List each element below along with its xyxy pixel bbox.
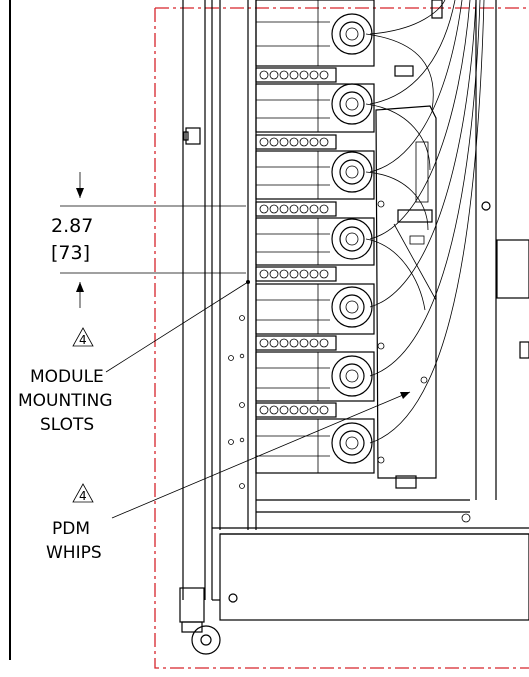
callout-line: PDM <box>52 519 90 539</box>
dimension-annotation: 2.87 [73] <box>51 172 246 308</box>
callout-line: SLOTS <box>40 415 94 435</box>
mounting-slot-row <box>255 266 337 282</box>
mounting-slot-row <box>255 335 337 351</box>
pdm-module <box>255 418 375 474</box>
pdm-module <box>255 351 375 402</box>
note-flag-icon <box>72 483 94 503</box>
mounting-slot-row <box>255 201 337 217</box>
mounting-slot-row <box>255 402 337 418</box>
leader-line <box>111 391 411 519</box>
note-flag-number: 4 <box>79 489 87 503</box>
mounting-slot-row <box>255 134 337 150</box>
pdm-module <box>255 217 375 266</box>
note-flag-icon <box>72 327 94 347</box>
callout-mounting-slots: 4 MODULE MOUNTING SLOTS <box>18 280 250 435</box>
leader-line <box>105 281 249 373</box>
pdm-module <box>255 150 375 200</box>
callout-line: MODULE <box>30 367 104 387</box>
post-holes <box>228 315 245 489</box>
callout-pdm-whips: 4 PDM WHIPS <box>46 391 411 563</box>
pdm-whip-cables <box>365 0 485 444</box>
boundary-envelope <box>154 7 529 669</box>
callout-line: MOUNTING <box>18 391 113 411</box>
cabinet-side <box>475 0 529 500</box>
pdm-module <box>255 83 375 133</box>
pdm-module <box>255 283 375 335</box>
note-flag-number: 4 <box>79 333 87 347</box>
callout-line: WHIPS <box>46 543 102 563</box>
dimension-value: 2.87 <box>51 215 93 237</box>
mounting-slot-row <box>255 67 337 83</box>
dimension-value-mm: [73] <box>51 242 90 264</box>
rack-base <box>179 499 529 655</box>
control-panel <box>375 0 443 489</box>
pdm-module <box>255 0 375 67</box>
